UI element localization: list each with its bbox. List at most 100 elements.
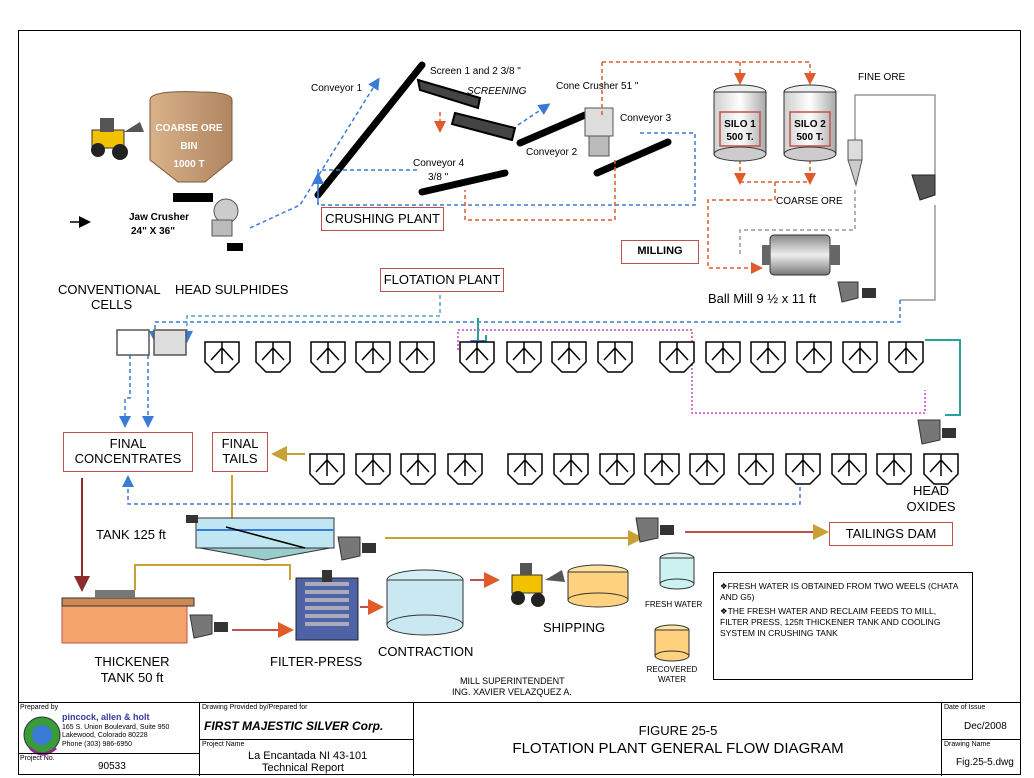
prepared-by-label: Prepared by bbox=[20, 704, 59, 711]
silo-1-label: SILO 1 bbox=[724, 119, 756, 130]
flotation-cells-row-1 bbox=[116, 329, 187, 356]
cells-label: CELLS bbox=[91, 297, 133, 312]
silo-1 bbox=[713, 84, 767, 162]
figure-title-cell: FIGURE 25-5 FLOTATION PLANT GENERAL FLOW… bbox=[414, 703, 942, 776]
flotation-cell bbox=[796, 341, 832, 373]
flotation-plant-label: FLOTATION PLANT bbox=[383, 272, 501, 287]
flotation-cell bbox=[599, 453, 635, 485]
flotation-cell bbox=[831, 453, 867, 485]
issue-cell: Date of Issue Dec/2008 Drawing Name Fig.… bbox=[942, 703, 1021, 776]
final-concentrates-line-1: FINAL bbox=[109, 436, 147, 451]
superintendent-name: ING. XAVIER VELAZQUEZ A. bbox=[452, 687, 572, 697]
oxide-loop-line bbox=[457, 329, 926, 414]
jaw-crusher-label: Jaw Crusher bbox=[129, 212, 190, 223]
crushing-plant-label: CRUSHING PLANT bbox=[325, 211, 440, 226]
conveyor-4-label: Conveyor 4 bbox=[413, 158, 465, 169]
conventional-cell bbox=[153, 329, 187, 356]
pump-icon-mill bbox=[837, 281, 876, 303]
contraction-tank bbox=[386, 569, 464, 636]
fresh-water-label: FRESH WATER bbox=[645, 600, 703, 609]
fine-ore-lines bbox=[739, 94, 936, 301]
flotation-cell bbox=[204, 341, 240, 373]
fine-ore-label: FINE ORE bbox=[858, 72, 906, 83]
coarse-ore-label: COARSE ORE bbox=[776, 196, 843, 207]
final-concentrates-line-2: CONCENTRATES bbox=[74, 450, 182, 466]
thickener-label-2: TANK 50 ft bbox=[100, 670, 164, 685]
flotation-cell bbox=[750, 341, 786, 373]
jaw-crusher bbox=[211, 198, 243, 251]
flotation-cell bbox=[355, 453, 391, 485]
thickener-tank-50 bbox=[61, 590, 195, 644]
thickener-label-1: THICKENER bbox=[94, 654, 170, 669]
final-tails-box: FINAL TAILS bbox=[212, 432, 268, 472]
tails-lines bbox=[231, 446, 829, 546]
prepared-by-cell: Prepared by pincock, allen & holt 165 S.… bbox=[18, 703, 200, 776]
pump-icon-125 bbox=[337, 536, 376, 561]
jaw-crusher-size: 24" X 36" bbox=[131, 226, 175, 237]
thickener-tank-125 bbox=[186, 515, 335, 561]
cone-crusher-label: Cone Crusher 51 " bbox=[556, 81, 639, 92]
flotation-cell bbox=[705, 341, 741, 373]
project-no: 90533 bbox=[98, 761, 126, 772]
crushing-plant-box: CRUSHING PLANT bbox=[321, 207, 444, 231]
client-name: FIRST MAJESTIC SILVER Corp. bbox=[204, 719, 384, 733]
mill-superintendent-label: MILL SUPERINTENDENT bbox=[460, 676, 565, 686]
address-2: Lakewood, Colorado 80228 bbox=[62, 732, 148, 739]
screen-label: Screen 1 and 2 3/8 " bbox=[430, 66, 521, 77]
flotation-cell bbox=[506, 341, 542, 373]
conveyor-4-size: 3/8 " bbox=[428, 172, 449, 183]
final-tails-line-2: TAILS bbox=[222, 450, 258, 466]
final-concentrates-box: FINAL CONCENTRATES bbox=[63, 432, 193, 472]
silo-2-capacity: 500 T. bbox=[796, 132, 824, 143]
flotation-cell bbox=[888, 341, 924, 373]
silo-1-capacity: 500 T. bbox=[726, 132, 754, 143]
conveyors bbox=[314, 61, 672, 199]
flotation-feed-lines bbox=[119, 295, 901, 505]
flotation-cell bbox=[447, 453, 483, 485]
flotation-cell bbox=[597, 341, 633, 373]
flotation-cell bbox=[255, 341, 291, 373]
notes-box: ❖FRESH WATER IS OBTAINED FROM TWO WEELS … bbox=[713, 572, 973, 680]
flotation-cell bbox=[399, 341, 435, 373]
pump-icon-oxides bbox=[917, 419, 956, 445]
flotation-cell bbox=[842, 341, 878, 373]
cell-bank-row-1 bbox=[204, 341, 924, 373]
drawing-frame bbox=[18, 30, 1021, 775]
ball-mill bbox=[762, 234, 840, 276]
note-2: ❖THE FRESH WATER AND RECLAIM FEEDS TO MI… bbox=[720, 606, 941, 638]
flotation-cell bbox=[689, 453, 725, 485]
screening-label: SCREENING bbox=[467, 86, 527, 97]
shipping-pile bbox=[567, 564, 629, 608]
cone-crusher bbox=[584, 107, 614, 157]
drawing-provided-label: Drawing Provided by/Prepared for bbox=[202, 704, 308, 711]
head-oxides-line-1: HEAD bbox=[912, 483, 950, 498]
bin-label: BIN bbox=[180, 141, 198, 152]
coarse-ore-bin-label: COARSE ORE bbox=[155, 123, 223, 134]
recovered-water-tank bbox=[654, 624, 690, 662]
flotation-cell bbox=[507, 453, 543, 485]
recovered-water-line-1: RECOVERED bbox=[646, 665, 698, 674]
project-name-line-2: Technical Report bbox=[262, 762, 344, 774]
title-block: Prepared by pincock, allen & holt 165 S.… bbox=[18, 702, 1021, 776]
flotation-cell bbox=[876, 453, 912, 485]
cyclone bbox=[847, 139, 863, 187]
tailings-dam-box: TAILINGS DAM bbox=[829, 522, 953, 546]
silo-2 bbox=[783, 84, 837, 162]
flotation-cell bbox=[459, 341, 495, 373]
head-sulphides-label: HEAD SULPHIDES bbox=[175, 282, 289, 297]
flotation-cell bbox=[309, 453, 345, 485]
milling-label: MILLING bbox=[637, 245, 683, 257]
flotation-cell bbox=[738, 453, 774, 485]
screens bbox=[416, 78, 517, 142]
cell-bank-row-2 bbox=[309, 453, 959, 485]
conveyor-3-label: Conveyor 3 bbox=[620, 113, 672, 124]
contraction-label: CONTRACTION bbox=[378, 644, 474, 659]
company-name: pincock, allen & holt bbox=[62, 712, 150, 722]
project-no-label: Project No. bbox=[20, 755, 55, 762]
bin-capacity: 1000 T bbox=[173, 159, 205, 170]
conventional-cell bbox=[116, 329, 150, 356]
shipping-loader-icon bbox=[511, 563, 565, 607]
filter-press-label: FILTER-PRESS bbox=[270, 654, 363, 669]
silo-feed-lines bbox=[434, 61, 816, 274]
